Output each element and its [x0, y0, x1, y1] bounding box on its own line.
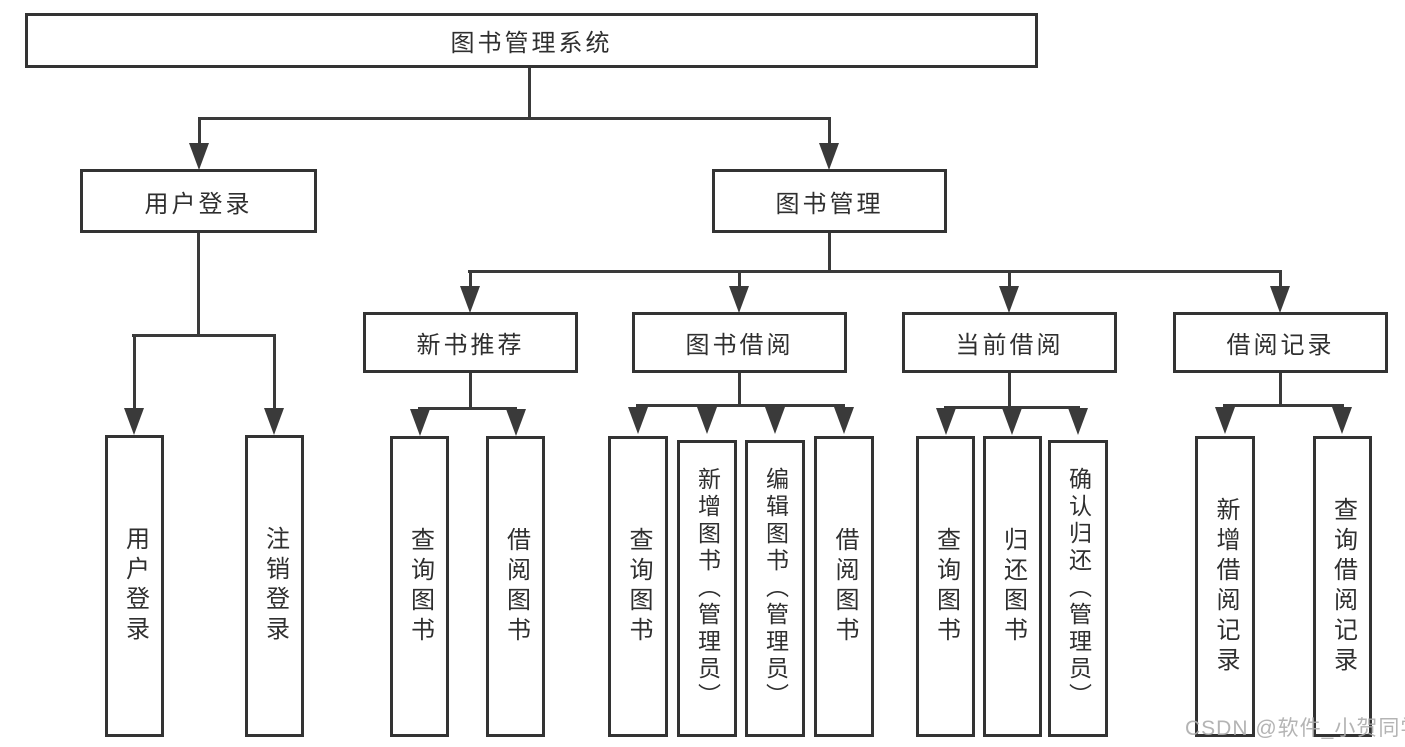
connector-root-drop-right: [828, 117, 831, 145]
node-root-label: 图书管理系统: [450, 30, 613, 57]
node-borrow-record-label: 借阅记录: [1226, 332, 1335, 359]
leaf-return-books: 归还图书: [983, 436, 1042, 737]
connector-user-login-drop-right: [273, 334, 276, 410]
arrow-to-user-login: [189, 143, 209, 170]
connector-root-drop-left: [198, 117, 201, 145]
connector-cb-stub: [1008, 373, 1011, 409]
leaf-add-books-admin-label: 新增图书（管理员）: [694, 467, 721, 710]
csdn-watermark: CSDN @软件_小贺同学: [1185, 717, 1405, 740]
arrow-to-add-books: [697, 407, 717, 434]
leaf-add-borrow-record: 新增借阅记录: [1195, 436, 1255, 737]
leaf-confirm-return-admin: 确认归还（管理员）: [1048, 440, 1108, 737]
leaf-user-login: 用户登录: [105, 435, 164, 737]
node-book-management: 图书管理: [712, 169, 947, 233]
leaf-borrow-books-b: 借阅图书: [814, 436, 874, 737]
connector-bm-drop-4: [1279, 270, 1282, 288]
node-user-login-label: 用户登录: [144, 190, 253, 218]
leaf-borrow-books-b-label: 借阅图书: [831, 526, 858, 647]
arrow-to-query-books-c: [936, 408, 956, 435]
leaf-user-login-label: 用户登录: [121, 526, 149, 646]
arrow-to-return-books: [1002, 408, 1022, 435]
node-borrow-record: 借阅记录: [1173, 312, 1388, 373]
arrow-to-current-borrow: [999, 286, 1019, 313]
node-book-borrow-label: 图书借阅: [685, 332, 794, 359]
connector-book-management-bar: [468, 270, 1282, 273]
arrow-to-borrow-books-a: [506, 409, 526, 436]
connector-root-stub: [528, 68, 531, 118]
node-new-book-recommend: 新书推荐: [363, 312, 578, 373]
leaf-return-books-label: 归还图书: [999, 526, 1027, 647]
arrow-to-leaf-logout: [264, 408, 284, 435]
connector-user-login-bar: [132, 334, 275, 337]
arrow-to-query-books-b: [628, 407, 648, 434]
arrow-to-query-books-a: [410, 409, 430, 436]
arrow-to-add-borrow-record: [1215, 407, 1235, 434]
connector-cb-bar: [944, 406, 1080, 409]
connector-root-bar: [198, 117, 831, 120]
leaf-query-books-a-label: 查询图书: [406, 526, 434, 647]
connector-bm-drop-3: [1008, 270, 1011, 288]
arrow-to-borrow-record: [1270, 286, 1290, 313]
leaf-query-books-c-label: 查询图书: [932, 526, 960, 647]
connector-user-login-stub: [197, 233, 200, 337]
connector-bm-drop-2: [738, 270, 741, 288]
connector-bb-bar: [636, 404, 845, 407]
leaf-logout-label: 注销登录: [261, 526, 289, 646]
arrow-to-leaf-user-login: [124, 408, 144, 435]
connector-bb-stub: [738, 373, 741, 407]
leaf-add-books-admin: 新增图书（管理员）: [677, 440, 737, 737]
leaf-query-books-a: 查询图书: [390, 436, 449, 737]
leaf-query-borrow-record-label: 查询借阅记录: [1329, 496, 1357, 677]
leaf-borrow-books-a: 借阅图书: [486, 436, 545, 737]
arrow-to-new-book-recommend: [460, 286, 480, 313]
node-user-login: 用户登录: [80, 169, 317, 233]
leaf-query-books-b-label: 查询图书: [625, 526, 652, 647]
leaf-borrow-books-a-label: 借阅图书: [502, 526, 530, 647]
connector-br-stub: [1279, 373, 1282, 407]
arrow-to-confirm-return: [1068, 408, 1088, 435]
connector-br-bar: [1223, 404, 1344, 407]
leaf-query-books-b: 查询图书: [608, 436, 668, 737]
arrow-to-edit-books: [765, 407, 785, 434]
leaf-edit-books-admin-label: 编辑图书（管理员）: [762, 467, 789, 710]
connector-bm-drop-1: [469, 270, 472, 288]
node-book-borrow: 图书借阅: [632, 312, 847, 373]
node-book-management-label: 图书管理: [775, 190, 884, 218]
connector-book-management-stub: [828, 233, 831, 273]
node-current-borrow: 当前借阅: [902, 312, 1117, 373]
leaf-add-borrow-record-label: 新增借阅记录: [1212, 496, 1239, 677]
leaf-logout: 注销登录: [245, 435, 304, 737]
leaf-edit-books-admin: 编辑图书（管理员）: [745, 440, 805, 737]
leaf-confirm-return-admin-label: 确认归还（管理员）: [1065, 467, 1092, 710]
connector-nbr-stub: [469, 373, 472, 410]
arrow-to-book-borrow: [729, 286, 749, 313]
connector-user-login-drop-left: [133, 334, 136, 410]
arrow-to-borrow-books-b: [834, 407, 854, 434]
arrow-to-query-borrow-record: [1332, 407, 1352, 434]
leaf-query-borrow-record: 查询借阅记录: [1313, 436, 1372, 737]
leaf-query-books-c: 查询图书: [916, 436, 975, 737]
arrow-to-book-management: [819, 143, 839, 170]
node-new-book-recommend-label: 新书推荐: [416, 332, 525, 359]
node-current-borrow-label: 当前借阅: [955, 332, 1064, 359]
connector-nbr-bar: [418, 407, 517, 410]
node-root: 图书管理系统: [25, 13, 1038, 68]
